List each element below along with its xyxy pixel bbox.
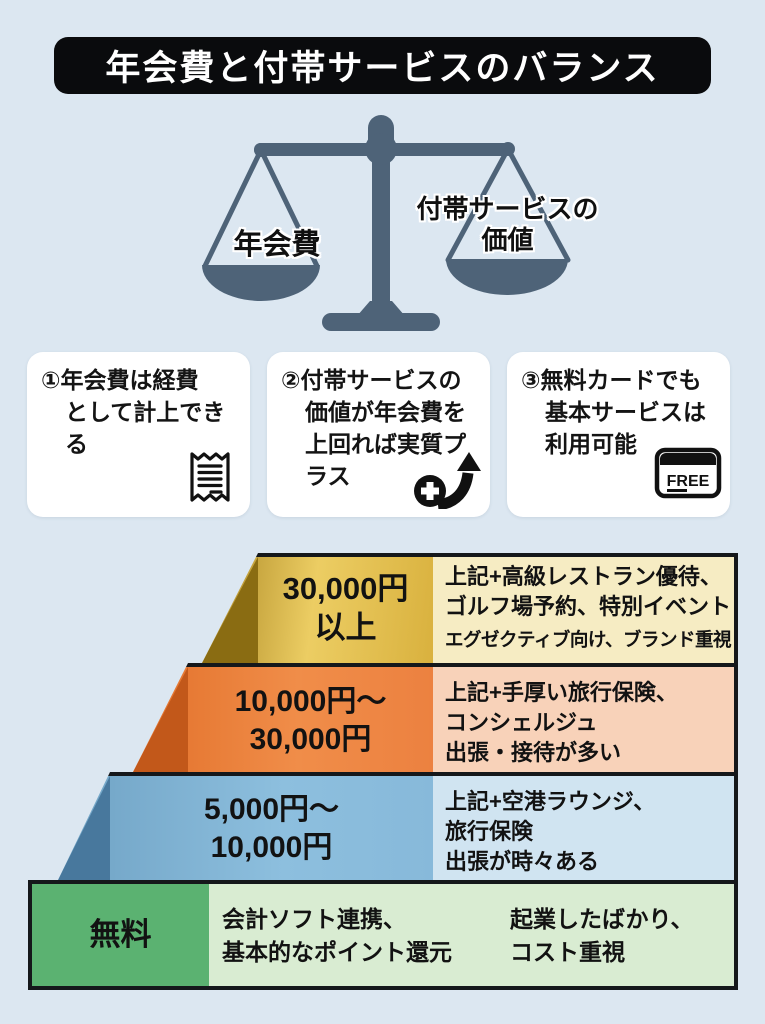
- tier-price-line: 10,000円: [210, 831, 333, 864]
- card-text-line: 利用可能: [545, 431, 637, 457]
- tier-3d-side-face: [133, 667, 188, 772]
- tier-desc-line: 会計ソフト連携、: [222, 906, 406, 932]
- pyramid-tier-10000-30000: 10,000円～ 30,000円 上記+手厚い旅行保険、 コンシェルジュ 出張・…: [133, 663, 738, 772]
- scale-left-pan-label: 年会費: [233, 229, 321, 261]
- tier-desc-line: 上記+空港ラウンジ、: [445, 789, 656, 814]
- tier-description-services: 会計ソフト連携、 基本的なポイント還元: [222, 903, 452, 969]
- scale-left-pan: [202, 265, 320, 301]
- scale-base: [322, 313, 440, 331]
- balance-scale-icon: [202, 115, 571, 331]
- tier-label-zone: [58, 776, 433, 880]
- tier-label-zone: [32, 884, 209, 986]
- free-card-icon-text: FREE: [667, 473, 710, 490]
- tier-desc-zone: [433, 667, 734, 772]
- tier-desc-line: 出張・接待が多い: [445, 740, 622, 765]
- tier-price-line: 30,000円: [282, 571, 409, 606]
- card-text-line: 価値が年会費を: [305, 399, 466, 425]
- card-text-line: ③無料カードでも: [521, 367, 702, 393]
- tier-desc-line: 上記+高級レストラン優待、: [445, 564, 722, 589]
- pyramid-tier-free: 無料 会計ソフト連携、 基本的なポイント還元 起業したばかり、 コスト重視: [28, 880, 738, 990]
- title-banner: 年会費と付帯サービスのバランス: [54, 37, 711, 94]
- tier-price-label: 5,000円～ 10,000円: [110, 791, 433, 867]
- free-card-icon: FREE: [654, 447, 722, 499]
- scale-post: [372, 133, 390, 315]
- tier-price-line: 以上: [314, 610, 377, 645]
- scale-right-strings: [445, 146, 571, 263]
- tier-desc-zone: [209, 884, 734, 986]
- scale-left-strings: [202, 147, 320, 269]
- info-cards-row: ①年会費は経費 として計上でき る ②付帯サービスの 価値が年会費を 上回れば実…: [27, 352, 730, 517]
- card-text-line: ①年会費は経費: [41, 367, 199, 393]
- pyramid-tier-5000-10000: 5,000円～ 10,000円 上記+空港ラウンジ、 旅行保険 出張が時々ある: [58, 772, 738, 880]
- card-text-line: 上回れば実質プ: [305, 431, 466, 457]
- tier-price-label: 無料: [89, 917, 152, 952]
- card-text-line: として計上でき: [65, 399, 226, 425]
- tier-desc-line: 出張が時々ある: [445, 849, 600, 874]
- tier-description: 上記+空港ラウンジ、 旅行保険 出張が時々ある: [445, 787, 655, 877]
- plus-growth-arrow-icon: [414, 452, 481, 509]
- tier-desc-zone: [433, 776, 734, 880]
- scale-center-joint: [365, 133, 397, 165]
- scale-right-pan-label: 付帯サービスの 価値: [405, 194, 610, 256]
- scale-base-neck: [357, 301, 405, 316]
- scale-right-pan-label-line1: 付帯サービスの: [416, 194, 599, 224]
- tier-desc-zone: [433, 557, 734, 663]
- tier-desc-line: コスト重視: [510, 939, 625, 965]
- card-text-line: ラス: [305, 463, 351, 489]
- tier-price-line: 30,000円: [249, 723, 372, 756]
- card-text-line: ②付帯サービスの: [281, 367, 462, 393]
- card-text-line: る: [65, 431, 88, 457]
- tier-desc-line: 上記+手厚い旅行保険、: [445, 680, 678, 705]
- scale-right-pan-label-line2: 価値: [481, 225, 534, 255]
- tier-price-label: 30,000円 以上: [258, 569, 433, 647]
- tier-desc-line: 旅行保険: [445, 819, 534, 844]
- card-free-basic-service: ③無料カードでも 基本サービスは 利用可能 FREE: [507, 352, 730, 517]
- card-service-value-plus: ②付帯サービスの 価値が年会費を 上回れば実質プ ラス: [267, 352, 490, 517]
- tier-desc-line: ゴルフ場予約、特別イベント: [445, 594, 732, 619]
- tier-price-line: 10,000円～: [234, 685, 387, 718]
- tier-description-audience: 起業したばかり、 コスト重視: [510, 903, 694, 969]
- receipt-icon: [190, 452, 230, 502]
- tier-description: 上記+高級レストラン優待、 ゴルフ場予約、特別イベント エグゼクティブ向け、ブラ…: [445, 562, 731, 655]
- card-text-line: 基本サービスは: [545, 399, 706, 425]
- scale-right-pan: [446, 259, 568, 295]
- tier-desc-line: コンシェルジュ: [445, 710, 598, 735]
- tier-desc-line: 基本的なポイント還元: [222, 939, 452, 965]
- tier-description: 上記+手厚い旅行保険、 コンシェルジュ 出張・接待が多い: [445, 678, 678, 768]
- card-annual-fee-expense: ①年会費は経費 として計上でき る: [27, 352, 250, 517]
- page-title: 年会費と付帯サービスのバランス: [105, 49, 660, 88]
- tier-price-line: 5,000円～: [203, 793, 340, 826]
- pyramid-tier-30000-plus: 30,000円 以上 上記+高級レストラン優待、 ゴルフ場予約、特別イベント エ…: [202, 553, 738, 663]
- tier-desc-line: エグゼクティブ向け、ブランド重視: [445, 629, 731, 650]
- tier-desc-line: 起業したばかり、: [510, 906, 694, 932]
- tier-price-label: 10,000円～ 30,000円: [188, 683, 433, 759]
